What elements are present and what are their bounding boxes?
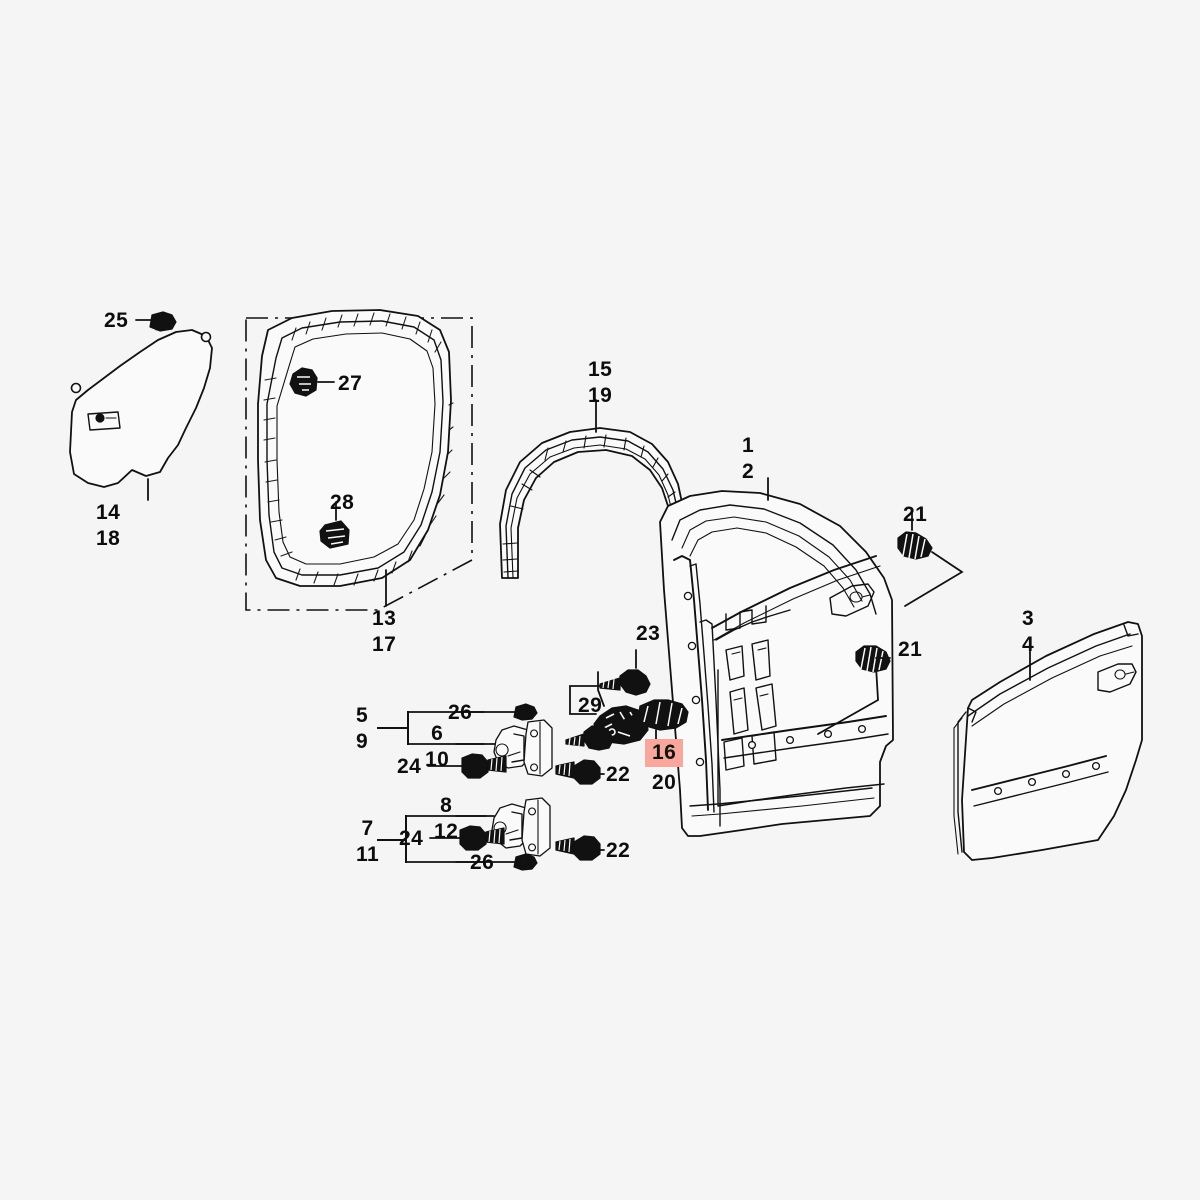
callout-15-19: 15 19 xyxy=(588,359,612,406)
callout-6: 6 xyxy=(431,722,444,745)
part-bolt-24-lower xyxy=(429,825,505,851)
callout-16-highlighted: 16 xyxy=(645,739,684,767)
part-bolt-22-upper xyxy=(555,759,605,785)
part-hole-seal-14-18 xyxy=(69,329,213,501)
callout-15: 15 xyxy=(588,358,613,381)
part-door-panel-1-2 xyxy=(659,477,894,837)
callout-14-18: 14 18 xyxy=(96,502,120,549)
callout-8-12: 8 12 xyxy=(434,795,458,842)
callout-13: 13 xyxy=(372,607,397,630)
callout-22-upper: 22 xyxy=(606,763,631,786)
part-bolt-29-lower xyxy=(565,725,614,751)
callout-18: 18 xyxy=(96,527,121,550)
part-bolt-21-lower xyxy=(817,645,891,735)
part-door-checker-16-20 xyxy=(623,699,689,741)
callout-12: 12 xyxy=(434,820,459,843)
part-bolt-24-upper xyxy=(427,753,507,779)
callout-20: 20 xyxy=(652,771,677,794)
callout-23: 23 xyxy=(636,622,661,645)
part-weatherstrip-13-17 xyxy=(257,309,454,607)
part-clip-28 xyxy=(319,501,350,549)
part-clip-26-lower xyxy=(455,853,538,871)
callout-11: 11 xyxy=(356,843,380,866)
callout-13-17: 13 17 xyxy=(372,608,396,655)
callout-26-upper: 26 xyxy=(448,701,473,724)
callout-29: 29 xyxy=(578,694,603,717)
callout-26-lower: 26 xyxy=(470,851,495,874)
callout-14: 14 xyxy=(96,501,121,524)
callout-5-9: 5 9 xyxy=(356,705,368,752)
callout-8: 8 xyxy=(440,794,453,817)
callout-16-20: 16 20 xyxy=(645,739,684,794)
part-door-skin-3-4 xyxy=(953,621,1143,861)
callout-21-upper: 21 xyxy=(903,503,928,526)
callout-10: 10 xyxy=(425,748,450,771)
callout-5: 5 xyxy=(356,704,369,727)
callout-6-10: 6 10 xyxy=(425,723,449,770)
callout-21-lower: 21 xyxy=(898,638,923,661)
callout-3: 3 xyxy=(1022,607,1035,630)
part-bolt-21-upper xyxy=(897,511,964,607)
part-sash-weatherstrip-15-19 xyxy=(499,399,685,579)
callout-4: 4 xyxy=(1022,633,1035,656)
part-screw-23 xyxy=(569,649,651,715)
part-clip-26-upper xyxy=(455,703,538,721)
callout-17: 17 xyxy=(372,633,397,656)
callout-7: 7 xyxy=(361,817,374,840)
callout-7-11: 7 11 xyxy=(356,818,379,865)
callout-1-2: 1 2 xyxy=(742,435,754,482)
phantom-box-weatherstrip xyxy=(245,317,473,611)
part-bolt-22-lower xyxy=(555,835,605,861)
callout-27: 27 xyxy=(338,372,363,395)
callout-22-lower: 22 xyxy=(606,839,631,862)
part-hinge-upper-6-10 xyxy=(455,719,553,777)
part-clip-27 xyxy=(289,367,335,397)
callout-24-lower: 24 xyxy=(399,827,424,850)
callout-1: 1 xyxy=(742,434,755,457)
callout-19: 19 xyxy=(588,384,613,407)
callout-25: 25 xyxy=(104,309,129,332)
part-clip-25 xyxy=(135,311,177,332)
callout-9: 9 xyxy=(356,730,369,753)
callout-3-4: 3 4 xyxy=(1022,608,1034,655)
callout-24-upper: 24 xyxy=(397,755,422,778)
callout-28: 28 xyxy=(330,491,355,514)
callout-2: 2 xyxy=(742,460,755,483)
